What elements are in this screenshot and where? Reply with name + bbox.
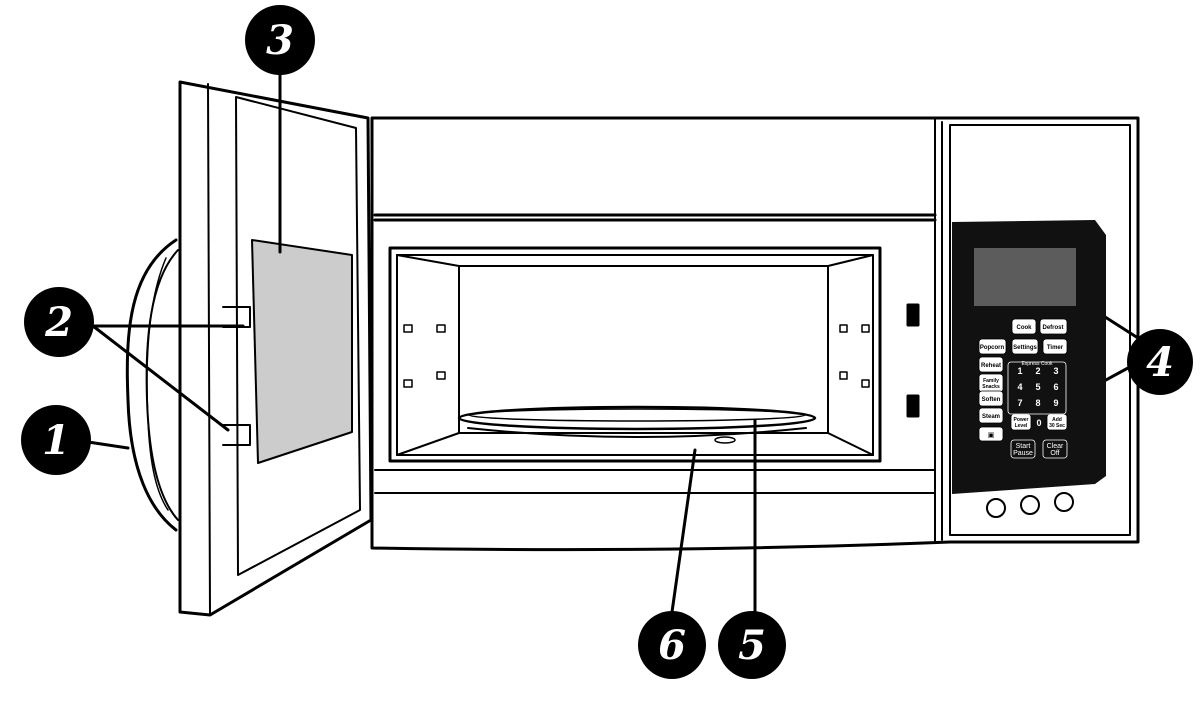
- door: [127, 82, 371, 615]
- round-button-1[interactable]: [987, 499, 1005, 517]
- key-reheat-label: Reheat: [981, 363, 1001, 369]
- key-pause-label: Pause: [1013, 450, 1033, 457]
- callout-2: 2: [24, 287, 94, 357]
- vent-icon: ▣: [988, 431, 995, 439]
- key-level-label: Level: [1015, 423, 1028, 429]
- digit-2[interactable]: 2: [1035, 366, 1040, 376]
- key-timer-label: Timer: [1047, 345, 1064, 351]
- key-soften-label: Soften: [982, 397, 1001, 403]
- key-defrost-label: Defrost: [1042, 325, 1063, 331]
- digit-7[interactable]: 7: [1017, 398, 1022, 408]
- digit-4[interactable]: 4: [1017, 382, 1022, 392]
- display-window: [974, 248, 1076, 306]
- round-button-3[interactable]: [1055, 493, 1073, 511]
- callout-1: 1: [21, 405, 91, 475]
- key-steam-label: Steam: [982, 414, 1000, 420]
- svg-text:4: 4: [1146, 339, 1174, 386]
- key-cook-label: Cook: [1017, 325, 1033, 331]
- digit-8[interactable]: 8: [1035, 398, 1040, 408]
- key-off-label: Off: [1050, 450, 1059, 457]
- round-button-2[interactable]: [1021, 496, 1039, 514]
- digit-0[interactable]: 0: [1036, 418, 1041, 428]
- digit-3[interactable]: 3: [1053, 366, 1058, 376]
- vent-light-buttons: [987, 493, 1073, 517]
- callout-6: 6: [638, 611, 706, 679]
- svg-text:6: 6: [658, 622, 686, 669]
- oven-cavity: [375, 248, 935, 493]
- key-settings-label: Settings: [1013, 345, 1037, 351]
- digit-9[interactable]: 9: [1053, 398, 1058, 408]
- svg-text:5: 5: [738, 622, 766, 669]
- callout-3: 3: [245, 5, 315, 75]
- svg-text:1: 1: [42, 417, 70, 464]
- digit-5[interactable]: 5: [1035, 382, 1040, 392]
- key-clear-label: Clear: [1047, 443, 1064, 450]
- keypad-area: ▣ Cook Defrost Popcorn Settings Timer Re…: [952, 220, 1106, 494]
- digit-1[interactable]: 1: [1017, 366, 1022, 376]
- digit-6[interactable]: 6: [1053, 382, 1058, 392]
- svg-text:2: 2: [44, 299, 73, 346]
- svg-text:3: 3: [266, 17, 294, 64]
- key-start-label: Start: [1016, 443, 1031, 450]
- callout-4: 4: [1127, 329, 1193, 395]
- key-popcorn-label: Popcorn: [980, 345, 1005, 351]
- callout-5: 5: [718, 611, 786, 679]
- turntable: [459, 407, 815, 443]
- key-snacks-label: Snacks: [982, 384, 1000, 390]
- key-30sec-label: 30 Sec: [1049, 423, 1065, 429]
